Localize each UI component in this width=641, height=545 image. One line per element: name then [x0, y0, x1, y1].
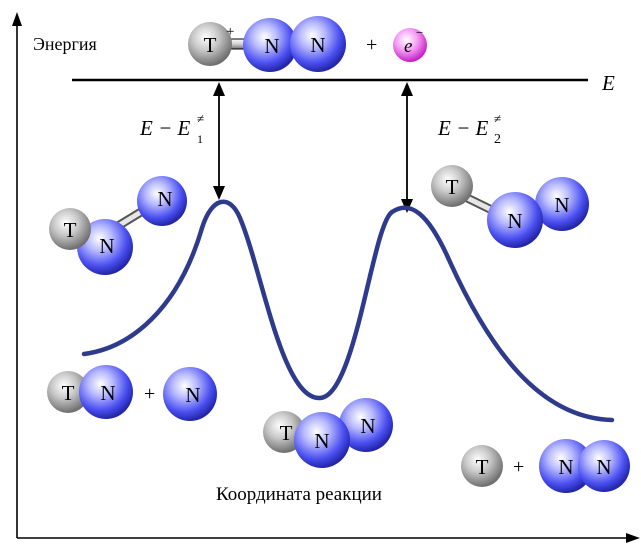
titanium-atom — [431, 165, 473, 207]
nitrogen-label: N — [507, 209, 522, 233]
transition-state-2: T N N — [431, 165, 589, 248]
y-axis-label: Энергия — [33, 34, 97, 54]
nitrogen-atom — [79, 365, 133, 419]
nitrogen-label: N — [157, 187, 172, 211]
nitrogen-label: N — [558, 455, 573, 479]
electron-label: e — [404, 36, 412, 57]
titanium-label: T — [446, 175, 459, 199]
nitrogen-label: N — [314, 429, 329, 453]
titanium-atom — [188, 22, 232, 66]
nitrogen-atom — [137, 176, 187, 226]
nitrogen-atom — [77, 219, 133, 275]
plus-sign: + — [144, 383, 155, 405]
gap-label-left-sup: ≠ — [197, 111, 204, 126]
nitrogen-atom — [243, 18, 297, 72]
y-axis-arrow-icon — [12, 12, 22, 26]
nitrogen-label: N — [99, 234, 114, 258]
products: T + N N — [461, 439, 630, 493]
gap-label-right: E − E ≠ 2 — [437, 111, 501, 147]
plus-sign: + — [513, 456, 524, 478]
energy-level-label: E — [601, 71, 615, 95]
electron — [393, 28, 427, 62]
nitrogen-atom — [163, 367, 217, 421]
nitrogen-atom — [487, 192, 543, 248]
ion-group-top: T + N N + e − — [188, 16, 427, 72]
nitrogen-atom — [339, 398, 393, 452]
nitrogen-atom — [535, 177, 589, 231]
titanium-label: T — [64, 218, 77, 242]
gap-label-right-sub: 2 — [494, 132, 501, 147]
nitrogen-label: N — [360, 414, 375, 438]
arrow-down-icon — [213, 186, 225, 200]
axes: Энергия Координата реакции — [12, 12, 640, 543]
gap-arrow-left — [213, 82, 225, 200]
ion-charge: + — [226, 24, 234, 40]
arrow-up-icon — [213, 82, 225, 96]
titanium-atom — [47, 371, 89, 413]
nitrogen-label: N — [185, 383, 200, 407]
titanium-label: T — [204, 33, 217, 57]
intermediate-complex: T N N — [263, 398, 393, 468]
gap-label-left-main: E − E — [139, 116, 190, 140]
gap-label-left: E − E ≠ 1 — [139, 111, 204, 146]
titanium-label: T — [280, 421, 293, 445]
gap-label-left-sub: 1 — [197, 132, 203, 146]
transition-state-1: N N T — [49, 176, 187, 275]
nitrogen-label: N — [264, 34, 279, 58]
nitrogen-label: N — [554, 193, 569, 217]
nitrogen-atom — [290, 16, 346, 72]
arrow-up-icon — [401, 82, 413, 96]
electron-charge: − — [416, 25, 423, 40]
gap-arrow-right — [401, 82, 413, 213]
gap-label-right-sup: ≠ — [494, 111, 501, 126]
titanium-atom — [49, 208, 91, 250]
nitrogen-atom — [578, 440, 630, 492]
x-axis-label: Координата реакции — [216, 484, 382, 505]
x-axis-arrow-icon — [626, 533, 640, 543]
nitrogen-label: N — [596, 455, 611, 479]
nitrogen-atom — [539, 439, 593, 493]
nitrogen-label: N — [310, 33, 325, 57]
potential-energy-curve — [81, 199, 615, 423]
gap-label-right-main: E − E — [437, 116, 488, 140]
nitrogen-atom — [294, 412, 350, 468]
nitrogen-label: N — [100, 381, 115, 405]
titanium-label: T — [62, 381, 75, 405]
energy-level: E — [72, 71, 615, 95]
reactants: T N + N — [47, 365, 217, 421]
titanium-atom — [461, 445, 503, 487]
plus-sign: + — [366, 34, 377, 56]
titanium-label: T — [476, 455, 489, 479]
